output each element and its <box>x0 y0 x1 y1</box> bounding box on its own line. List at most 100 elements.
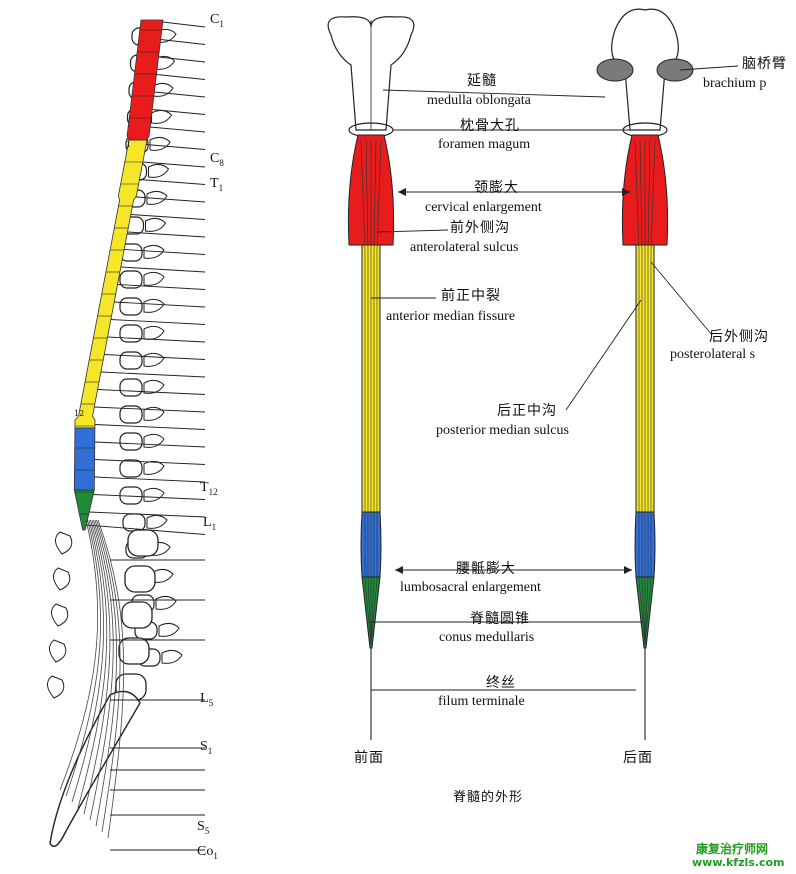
lumbar-vertebra <box>124 565 156 593</box>
sacrum <box>49 690 141 847</box>
lumbar-process <box>55 531 73 555</box>
vertebra-process <box>148 163 170 178</box>
leader-posterior-sulcus <box>565 299 642 411</box>
front-cord <box>327 16 415 649</box>
cauda-fiber <box>71 519 105 803</box>
label-cervical-en: cervical enlargement <box>425 200 542 215</box>
cauda-fiber <box>77 519 108 809</box>
spinal-nerve-line <box>89 511 206 518</box>
back-brachium-right <box>656 58 694 82</box>
leader-medulla <box>382 89 606 98</box>
spinal-nerve-line <box>94 476 206 483</box>
spinal-nerve-line <box>136 196 206 203</box>
spinal-nerve-line <box>94 406 206 413</box>
front-fiber-line <box>365 139 372 646</box>
vertebra-body <box>119 351 143 370</box>
cord-number-1: 1 <box>126 140 132 149</box>
vertebra-body <box>119 297 143 316</box>
figure-caption: 脊髓的外形 <box>453 790 524 805</box>
label-cervical-cn: 颈膨大 <box>474 180 519 196</box>
spinal-nerve-line <box>120 266 206 273</box>
vertebra-process <box>143 352 165 367</box>
arrow-cervical-right <box>622 188 630 196</box>
vertebra-process <box>143 406 165 421</box>
spinal-nerve-line <box>142 161 206 168</box>
segment-label-s5: S5 <box>197 819 210 836</box>
segment-label-l1: L1 <box>203 515 217 532</box>
label-anterior-fissure-cn: 前正中裂 <box>441 288 501 304</box>
lumbar-vertebra <box>121 601 153 629</box>
label-foramen-en: foramen magum <box>438 137 531 152</box>
vertebra-process <box>146 514 168 529</box>
label-medulla-cn: 延髓 <box>467 73 497 89</box>
watermark-site-name: 康复治疗师网 <box>696 842 769 856</box>
vertebra-body <box>119 324 143 343</box>
label-posterolateral-en: posterolateral s <box>670 347 756 362</box>
spinal-nerve-line <box>152 109 206 115</box>
cauda-fiber <box>96 519 121 833</box>
vertebra-process <box>161 649 183 664</box>
label-posterior-sulcus-cn: 后正中沟 <box>497 403 557 419</box>
vertebra-process <box>151 109 173 124</box>
arrow-lumbo-left <box>395 566 403 574</box>
label-lumbosacral-en: lumbosacral enlargement <box>400 580 541 595</box>
lumbar-vertebra <box>118 637 150 665</box>
view-label-back: 后面 <box>623 750 653 766</box>
label-filum-en: filum terminale <box>438 694 525 709</box>
cauda-fiber <box>94 519 117 827</box>
vertebra-body <box>119 405 143 424</box>
left-cord-lumbar <box>73 427 96 491</box>
back-fiber-line <box>639 139 646 646</box>
spinal-nerve-line <box>146 144 206 150</box>
spinal-nerve-line <box>124 249 206 255</box>
segment-label-l5: L5 <box>200 691 214 708</box>
lumbar-process <box>47 675 65 699</box>
vertebra-process <box>149 136 171 151</box>
front-fiber-line <box>370 139 377 646</box>
segment-label-s1: S1 <box>200 739 213 756</box>
spinal-nerve-line <box>127 231 206 238</box>
leader-brachium <box>679 65 739 71</box>
lumbar-process <box>51 603 69 627</box>
left-cord-sacral <box>73 489 95 531</box>
vertebra-body <box>119 432 143 451</box>
spinal-nerve-line <box>110 319 206 325</box>
vertebra-process <box>145 217 167 232</box>
label-foramen-cn: 枕骨大孔 <box>460 118 520 134</box>
spinal-nerve-line <box>158 56 206 63</box>
leader-posterolateral <box>650 261 713 336</box>
arrow-lumbo-right <box>624 566 632 574</box>
spinal-nerve-line <box>86 524 206 535</box>
cauda-fiber <box>65 519 102 797</box>
label-anterolateral-cn: 前外侧沟 <box>450 220 510 236</box>
lumbar-vertebra <box>127 529 159 557</box>
spinal-nerve-line <box>139 179 206 185</box>
vertebra-process <box>143 271 165 286</box>
back-brachium-left <box>596 58 634 82</box>
spinal-nerve-line <box>150 126 206 133</box>
vertebra-process <box>146 190 168 205</box>
spinal-nerve-line <box>114 301 206 308</box>
spinal-nerve-line <box>94 441 206 448</box>
vertebra-body <box>119 378 143 397</box>
front-fiber-line <box>370 139 382 646</box>
spinal-nerve-line <box>94 459 206 465</box>
vertebra-process <box>158 622 180 637</box>
vertebra-body <box>119 459 143 478</box>
spinal-nerve-line <box>162 21 206 28</box>
segment-label-t12: T12 <box>200 480 218 497</box>
label-brachium-en: brachium p <box>703 76 767 91</box>
label-anterior-fissure-en: anterior median fissure <box>386 309 516 324</box>
back-fiber-line <box>644 139 651 646</box>
arrow-cervical-left <box>398 188 406 196</box>
spinal-nerve-line <box>97 389 206 395</box>
vertebra-process <box>143 379 165 394</box>
spinal-nerve-line <box>94 424 206 430</box>
label-medulla-en: medulla oblongata <box>427 93 531 108</box>
back-fiber-line <box>634 139 646 646</box>
vertebra-process <box>143 298 165 313</box>
segment-label-c1: C1 <box>210 12 224 29</box>
spinal-nerve-line <box>93 494 206 500</box>
cauda-fiber <box>89 519 114 821</box>
